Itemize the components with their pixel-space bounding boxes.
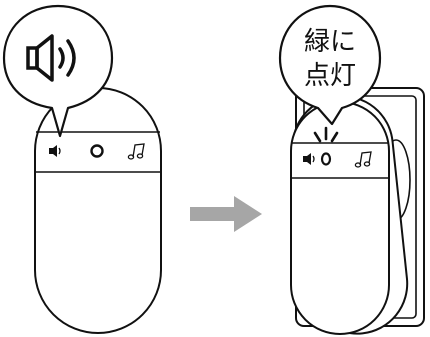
- speaker-icon: [303, 153, 315, 165]
- arrow-head: [234, 196, 262, 232]
- music-note-icon: [127, 143, 145, 160]
- circle-led-icon: [90, 144, 104, 158]
- led-light-rays: [313, 126, 339, 143]
- speaker-bubble: [2, 4, 114, 138]
- bubble-line-2: 点灯: [304, 61, 356, 91]
- status-bubble: 緑に 点灯: [278, 4, 382, 126]
- circle-led-icon: [320, 152, 332, 166]
- device-after-body: [290, 101, 390, 335]
- speaker-icon: [49, 145, 61, 157]
- arrow-shaft: [190, 207, 236, 221]
- speaker-bubble-icon: [26, 34, 76, 82]
- music-note-icon: [354, 151, 372, 168]
- device-after: 緑に 点灯: [278, 4, 425, 335]
- transition-arrow: [190, 196, 262, 232]
- device-before-body: [34, 87, 162, 334]
- device-before: [2, 4, 162, 334]
- bubble-line-1: 緑に: [304, 27, 356, 57]
